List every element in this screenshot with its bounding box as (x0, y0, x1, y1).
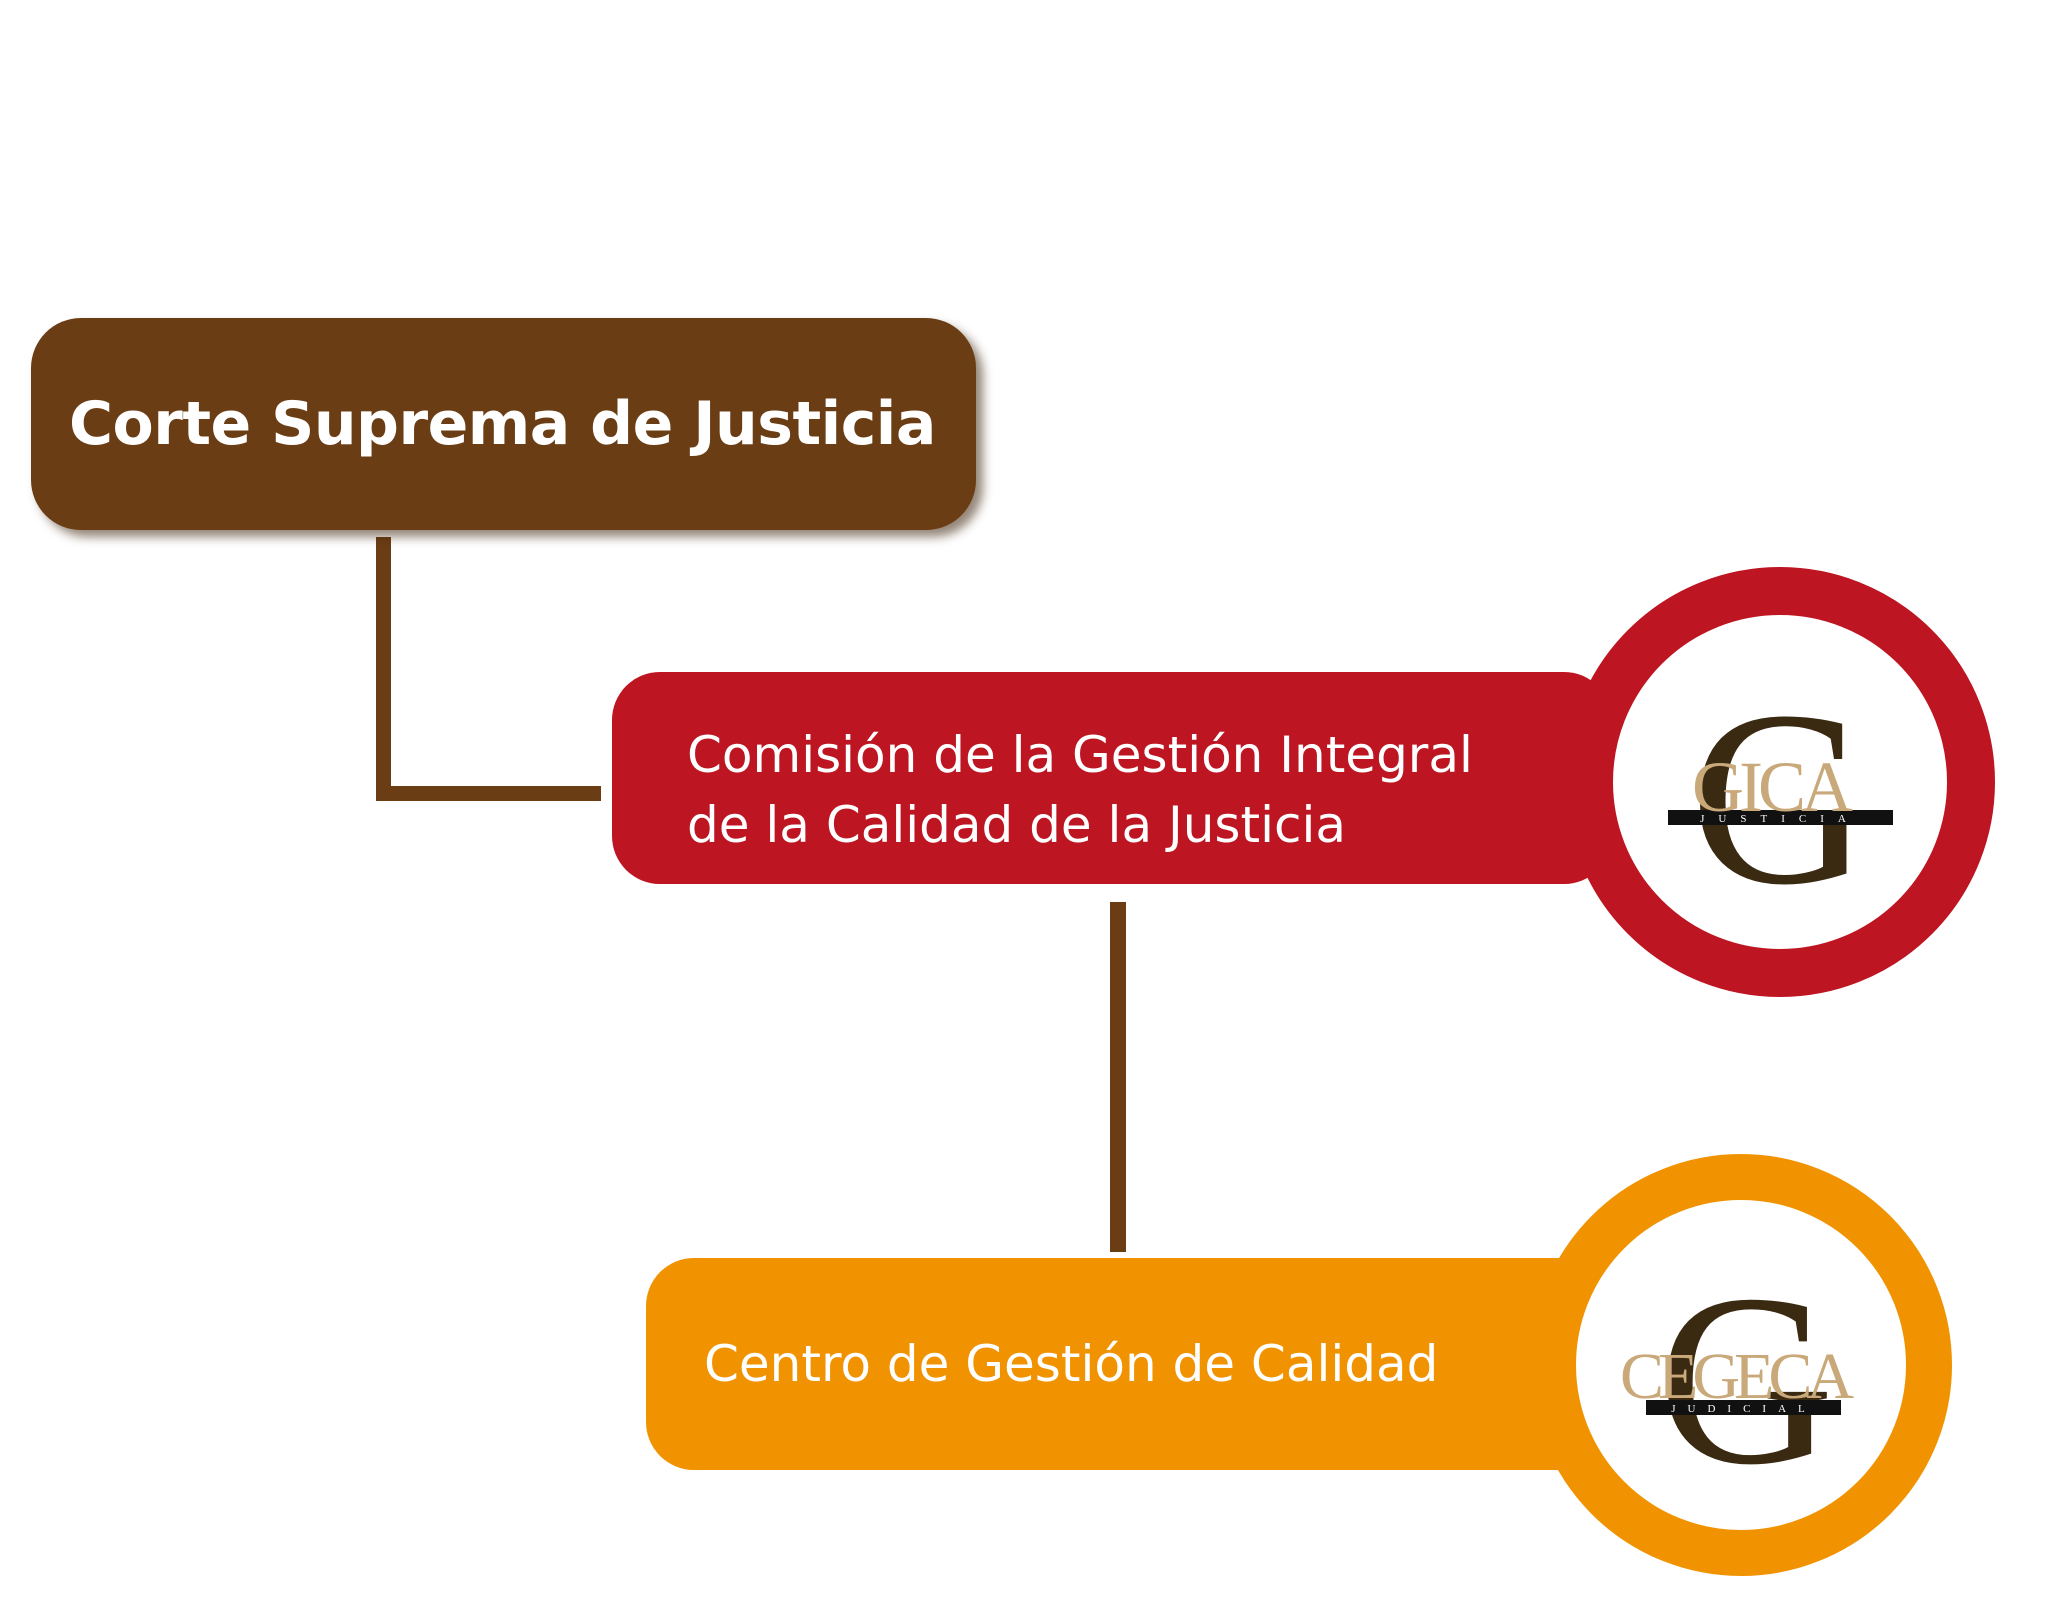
node-corte-suprema: Corte Suprema de Justicia (31, 318, 976, 530)
cegeca-logo-subtitle: JUDICIAL (1671, 1403, 1817, 1415)
node-gica-label-line2: de la Calidad de la Justicia (687, 796, 1346, 854)
gica-logo-badge: G JUSTICIA GICA (1565, 567, 1995, 997)
node-cegeca-label: Centro de Gestión de Calidad (704, 1335, 1439, 1393)
cegeca-logo-letter: G (1658, 1244, 1835, 1515)
connector-gica-cegeca (1110, 902, 1126, 1252)
gica-logo-subtitle: JUSTICIA (1700, 813, 1860, 825)
cegeca-logo-acronym: CEGECA (1620, 1340, 1854, 1413)
cegeca-logo: G JUDICIAL CEGECA (1576, 1200, 1906, 1530)
node-cegeca: Centro de Gestión de Calidad (646, 1258, 1606, 1470)
node-gica: Comisión de la Gestión Integral de la Ca… (612, 672, 1612, 884)
node-corte-suprema-label: Corte Suprema de Justicia (69, 389, 936, 459)
connector-corte-vertical (376, 537, 391, 795)
gica-logo: G JUSTICIA GICA (1613, 615, 1947, 949)
connector-corte-horizontal (376, 786, 601, 801)
gica-logo-band (1668, 810, 1893, 825)
gica-logo-letter: G (1690, 660, 1871, 937)
node-gica-label-line1: Comisión de la Gestión Integral (687, 726, 1473, 784)
cegeca-logo-band (1646, 1400, 1841, 1415)
cegeca-logo-badge: G JUDICIAL CEGECA (1530, 1154, 1952, 1576)
gica-logo-acronym: GICA (1692, 747, 1853, 827)
